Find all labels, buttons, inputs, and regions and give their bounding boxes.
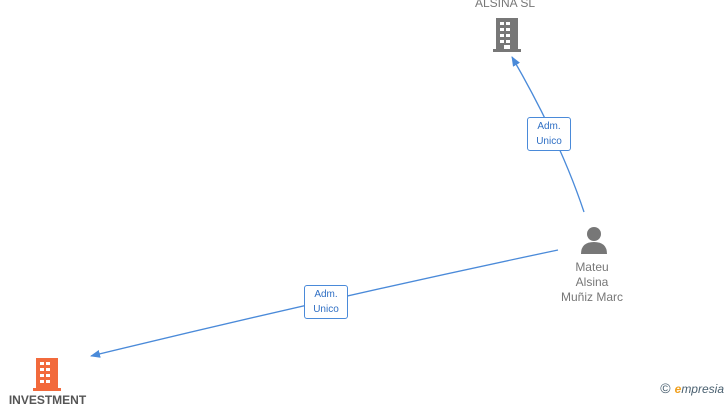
copyright-symbol: © (660, 380, 671, 396)
person-icon[interactable] (581, 227, 607, 254)
empresia-watermark: ©empresia (660, 380, 724, 396)
brand-initial: e (674, 382, 682, 396)
company-name-investment[interactable]: INVESTMENT (8, 393, 87, 407)
edge-label-line1: Adm. (537, 121, 561, 132)
brand-name: mpresia (681, 382, 724, 396)
edge-label-role: Adm. Unico (304, 285, 348, 319)
person-name-line3: Muñiz Marc (560, 290, 623, 304)
person-name[interactable]: Mateu Alsina Muñiz Marc (542, 260, 642, 305)
building-icon[interactable] (33, 358, 61, 391)
edge-label-line1: Adm. (314, 289, 338, 300)
edge-label-role: Adm. Unico (527, 117, 571, 151)
person-name-line1: Mateu (575, 260, 609, 274)
person-name-line2: Alsina (575, 275, 609, 289)
building-icon[interactable] (493, 18, 521, 52)
edge-label-line2: Unico (536, 136, 562, 147)
edge-label-line2: Unico (313, 304, 339, 315)
company-name-alsina[interactable]: ALSINA SL (474, 0, 536, 10)
